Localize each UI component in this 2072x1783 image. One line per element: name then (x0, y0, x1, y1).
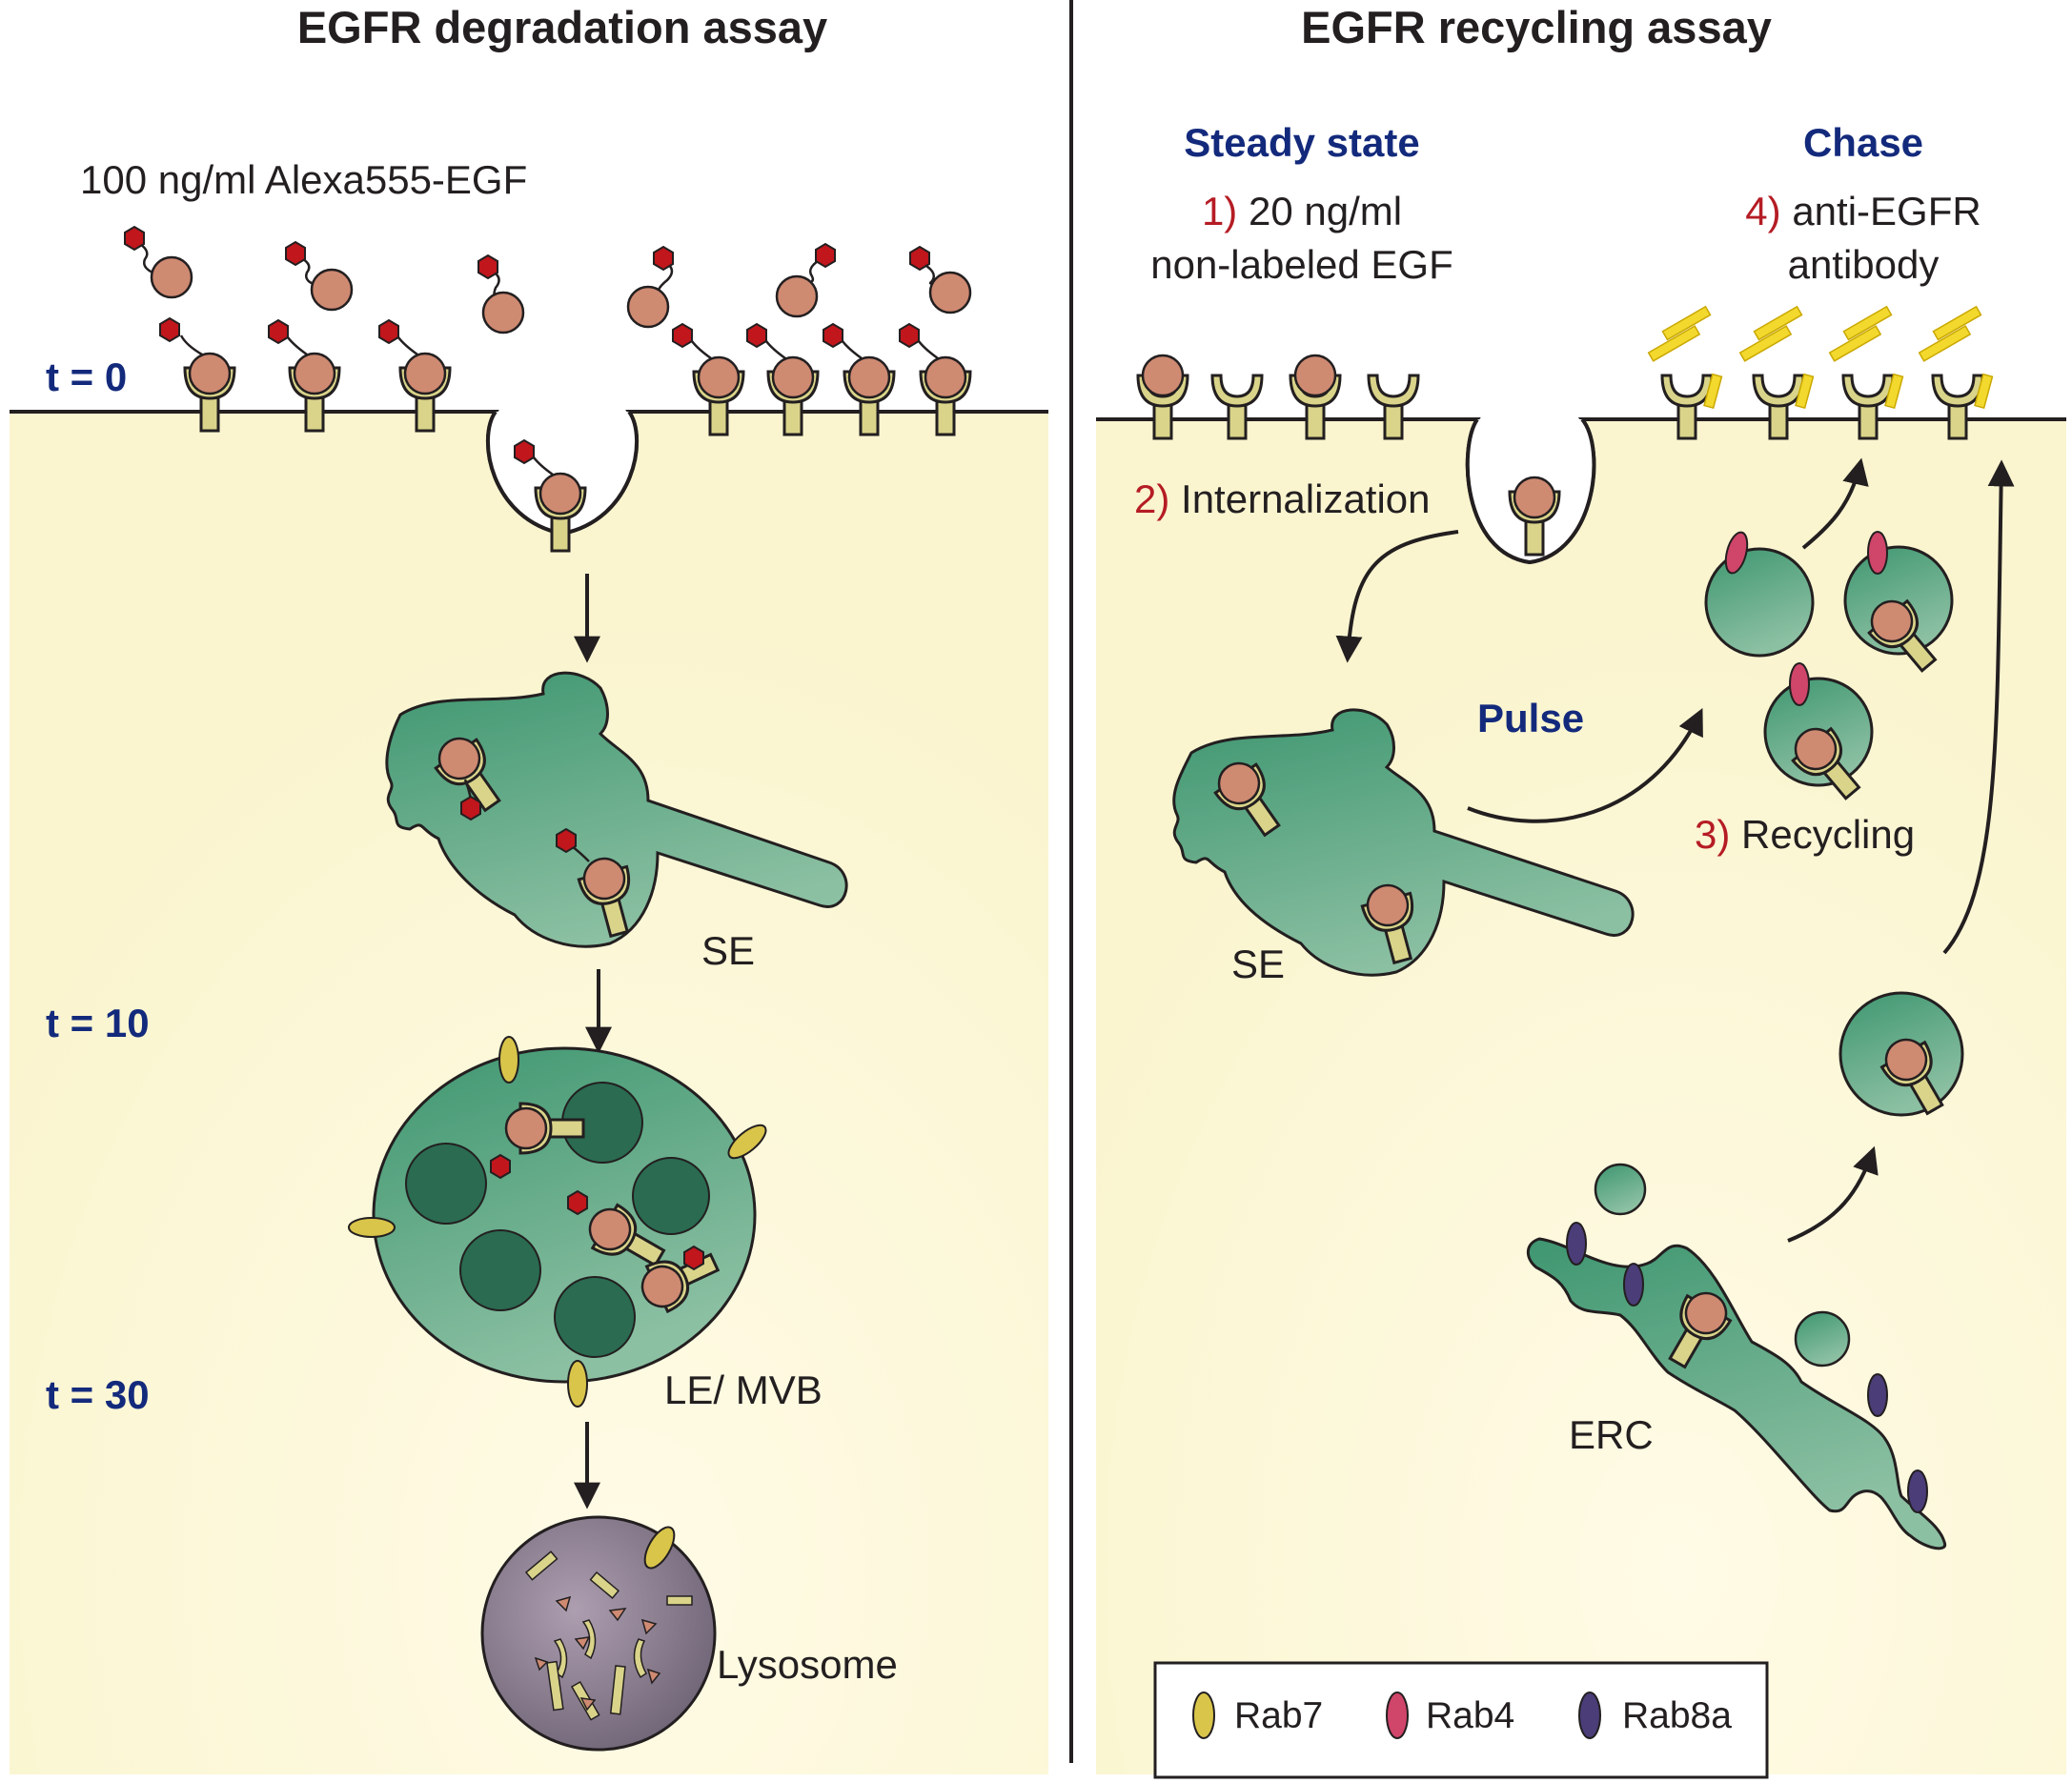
surface-egfr-steady-state (1136, 354, 1420, 440)
erc-label: ERC (1569, 1412, 1654, 1457)
internalized-egfr-left (514, 438, 587, 553)
lysosome-label: Lysosome (717, 1642, 898, 1687)
step3-text: Recycling (1741, 812, 1915, 857)
erc-derived-vesicle (1838, 991, 1964, 1124)
le-mvb-label: LE/ MVB (664, 1368, 823, 1412)
step2-number: 2) (1134, 476, 1169, 521)
legend-rab7-swatch (1192, 1692, 1215, 1739)
surface-egfr-bound-left (159, 316, 972, 436)
step1-line1: 1) 20 ng/ml (1202, 189, 1402, 233)
time-label-10: t = 10 (46, 1001, 150, 1045)
step1-line2: non-labeled EGF (1150, 242, 1453, 287)
step3-label: 3) Recycling (1695, 812, 1915, 857)
arrow-slow-recycling (1942, 459, 2015, 955)
legend-rab8a-swatch (1578, 1692, 1601, 1739)
left-panel-title: EGFR degradation assay (297, 2, 827, 52)
legend-rab7-label: Rab7 (1234, 1695, 1323, 1736)
arrow-pulse (1467, 707, 1703, 823)
pulse-label: Pulse (1477, 696, 1584, 740)
ligand-label: 100 ng/ml Alexa555-EGF (80, 157, 527, 202)
rab4-recycling-vesicles (1704, 531, 1954, 811)
right-panel-title: EGFR recycling assay (1301, 2, 1772, 52)
legend-box (1153, 1661, 1769, 1779)
step4-text: anti-EGFR (1792, 189, 1981, 233)
endocytic-recycling-compartment (1526, 1163, 1947, 1550)
legend-rab4-swatch (1386, 1692, 1409, 1739)
step2-label: 2) Internalization (1134, 476, 1431, 521)
step3-number: 3) (1695, 812, 1730, 857)
chase-label: Chase (1803, 120, 1923, 165)
legend-rab8a-label: Rab8a (1622, 1695, 1732, 1736)
step4-line1: 4) anti-EGFR (1745, 189, 1981, 233)
free-alexa-egf-ligands (124, 225, 972, 334)
se-label-right: SE (1231, 942, 1285, 986)
legend-rab4-label: Rab4 (1426, 1695, 1514, 1736)
arrow-internalization (1335, 530, 1459, 663)
se-label-left: SE (701, 928, 755, 973)
time-label-0: t = 0 (46, 355, 127, 399)
legend: Rab7 Rab4 Rab8a (1153, 1661, 1769, 1779)
arrow-erc-exit (1787, 1145, 1879, 1243)
time-label-30: t = 30 (46, 1372, 150, 1417)
step2-text: Internalization (1181, 476, 1431, 521)
step1-text: 20 ng/ml (1249, 189, 1402, 233)
arrow-fast-recycling (1801, 457, 1869, 550)
sorting-endosome-right (1172, 708, 1635, 977)
step1-number: 1) (1202, 189, 1237, 233)
surface-egfr-antibody-bound (1647, 305, 1994, 440)
step4-line2: antibody (1788, 242, 1940, 287)
sorting-endosome-left (385, 671, 848, 948)
internalized-egfr-right (1508, 476, 1561, 557)
le-mvb (348, 1036, 767, 1408)
step4-number: 4) (1745, 189, 1780, 233)
steady-state-label: Steady state (1184, 120, 1419, 165)
lysosome (480, 1515, 717, 1752)
